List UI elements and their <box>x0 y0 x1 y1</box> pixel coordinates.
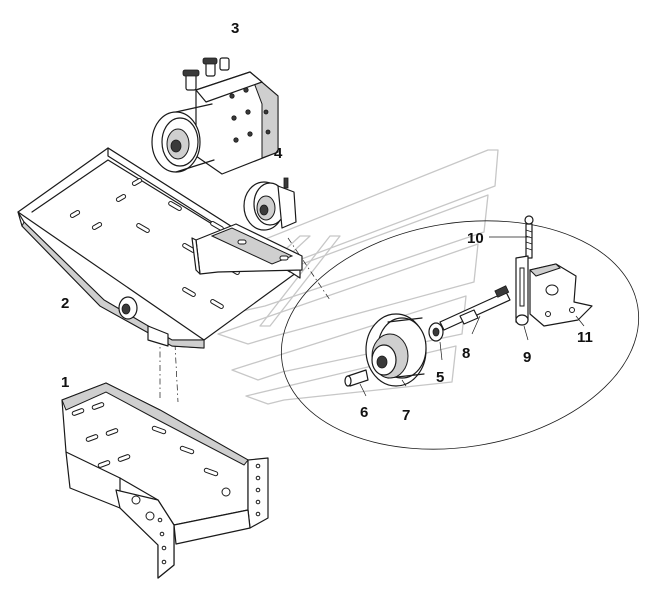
callout-2: 2 <box>61 295 69 312</box>
callout-11: 11 <box>577 329 593 346</box>
compressor-bolts <box>229 87 271 143</box>
callout-10: 10 <box>467 230 484 247</box>
frame-slot-holes <box>71 402 219 477</box>
leader-lines <box>359 236 585 397</box>
compressor-part <box>151 57 279 175</box>
bracket-part <box>529 263 593 327</box>
callout-8: 8 <box>462 345 470 362</box>
callout-9: 9 <box>523 349 531 366</box>
frame-flange-holes <box>131 463 261 565</box>
callout-labels: 1 2 3 4 5 6 7 8 9 10 11 <box>61 20 593 424</box>
callout-1: 1 <box>61 374 69 391</box>
bushing-part <box>344 369 369 387</box>
callout-6: 6 <box>360 404 368 421</box>
compressor-ports <box>182 57 230 91</box>
tensioner-assembly-part <box>191 177 303 275</box>
idler-pulley-part <box>365 313 427 387</box>
pulley-bolt-part <box>428 322 444 342</box>
adjusting-link-part <box>515 255 529 326</box>
adjusting-screw-part <box>524 215 534 259</box>
frame-bracket-part <box>61 382 269 579</box>
detail-view-ellipse <box>280 220 640 450</box>
callout-7: 7 <box>402 407 410 424</box>
callout-5: 5 <box>436 369 444 386</box>
callout-3: 3 <box>231 20 239 37</box>
shaft-part <box>439 285 511 331</box>
callout-4: 4 <box>274 145 283 162</box>
